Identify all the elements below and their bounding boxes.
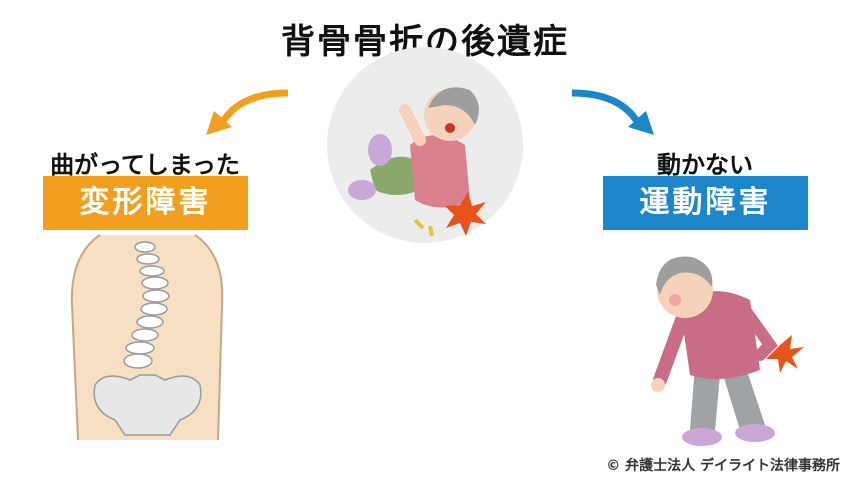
right-caption: 動かない	[657, 151, 753, 179]
left-caption: 曲がってしまった	[50, 151, 240, 179]
motor-disorder-badge: 運動障害	[603, 176, 808, 230]
curved-spine-illustration	[70, 234, 224, 441]
deformity-badge: 変形障害	[43, 176, 248, 230]
falling-person-illustration	[327, 47, 523, 243]
copyright-notice: © 弁護士法人 デイライト法律事務所	[606, 458, 840, 474]
orange-curved-arrow-icon	[206, 89, 289, 135]
back-pain-person-illustration	[651, 256, 804, 446]
blue-curved-arrow-icon	[571, 89, 654, 135]
